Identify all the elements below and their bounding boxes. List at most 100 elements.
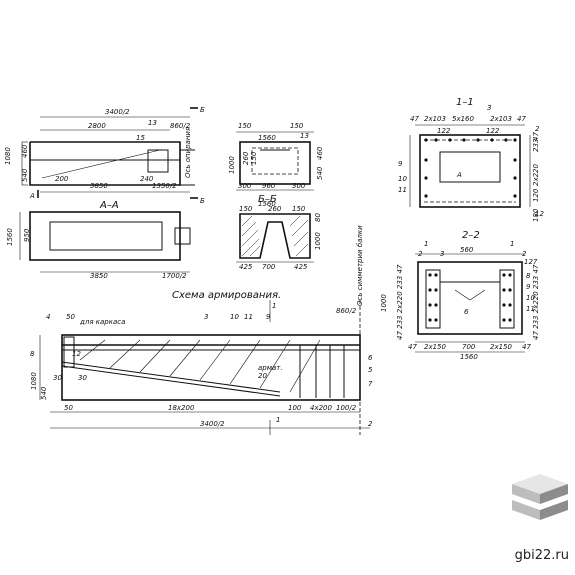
dim-200: 200: [55, 175, 69, 183]
mark-11-9: 9: [398, 160, 403, 168]
dim-3850: 3850: [90, 182, 108, 190]
dim-1080: 1080: [4, 147, 12, 165]
dim-1350-2: 1350/2: [152, 182, 177, 190]
title-section-22: 2–2: [462, 230, 480, 241]
dim-plan-3850: 3850: [90, 272, 108, 280]
dim-side-960: 960: [262, 182, 276, 190]
dim-side-540: 540: [316, 166, 324, 180]
dim-bb-425a: 425: [239, 263, 253, 271]
scheme-section-mark-2: 2: [368, 420, 373, 428]
dim-11-2x103a: 2х103: [424, 115, 446, 123]
dim-860-2: 860/2: [170, 122, 191, 130]
axis-label-top: Ось опирания: [184, 127, 192, 178]
scheme-note-karkas: для каркаса: [79, 318, 125, 326]
dim-22-2x150b: 2х150: [490, 343, 513, 351]
dim-22-127: 127: [524, 258, 538, 266]
dim-side-13: 13: [300, 132, 309, 140]
mark-22-11: 11: [526, 305, 535, 313]
dim-11-47a: 47: [410, 115, 419, 123]
scheme-section-mark-1: 1: [276, 416, 280, 424]
scheme-dim-540: 540: [40, 386, 48, 400]
scheme-mark-8: 8: [30, 350, 35, 358]
dim-bb-260: 260: [268, 205, 282, 213]
scheme-dim-50: 50: [66, 313, 75, 321]
mark-22-1a: 1: [424, 240, 428, 248]
scheme-dim-1080: 1080: [30, 372, 38, 390]
logo-icon: [512, 474, 568, 520]
scheme-mark-6: 6: [368, 354, 373, 362]
dim-bb-700: 700: [262, 263, 276, 271]
dim-11-180: 180: [532, 208, 540, 222]
title-section-aa: А–А: [99, 200, 119, 211]
section-bb-view: [236, 213, 314, 263]
scheme-dim-30a: 30: [53, 374, 62, 382]
mark-22-6: 6: [464, 308, 469, 316]
mark-11-12: 12: [535, 210, 544, 218]
mark-B-top: Б: [200, 106, 205, 114]
dim-22-47a: 47: [408, 343, 417, 351]
dim-11-2x220: 2х220: [532, 163, 540, 186]
mark-11-2: 2: [535, 125, 540, 133]
dim-side-150a: 150: [238, 122, 252, 130]
dim-13: 13: [148, 119, 157, 127]
mark-22-2b: 2: [522, 250, 527, 258]
scheme-axis-label: Ось симметрии балки: [356, 225, 364, 306]
mark-22-1b: 1: [510, 240, 514, 248]
dim-side-150b: 150: [290, 122, 304, 130]
dim-22-left-vertical: 47 233 2х220 233 47: [396, 264, 404, 340]
mark-11-10: 10: [398, 175, 407, 183]
dim-bb-1000: 1000: [314, 232, 322, 250]
dim-side-260: 260: [242, 151, 250, 165]
mark-11-A: А: [456, 171, 462, 179]
scheme-dim-50b: 50: [64, 404, 73, 412]
dim-plan-1560: 1560: [6, 228, 14, 246]
dim-22-right-vertical: 47 233 2х220 233 47: [532, 264, 540, 340]
mark-11-11: 11: [398, 186, 407, 194]
scheme-mark-4: 4: [46, 313, 50, 321]
dim-22-1560: 1560: [460, 353, 478, 361]
dim-side-300b: 300: [292, 182, 306, 190]
dim-15: 15: [136, 134, 145, 142]
dim-top-half: 3400/2: [105, 108, 130, 116]
scheme-dim-4x200: 4х200: [310, 404, 333, 412]
mark-A: А: [29, 192, 35, 200]
section-22-view: [415, 253, 525, 353]
mark-B-bottom: Б: [200, 197, 205, 205]
dim-bb-150b: 150: [292, 205, 306, 213]
dim-plan-950: 950: [23, 228, 31, 242]
scheme-dim-860-2: 860/2: [336, 307, 357, 315]
scheme-mark-3: 3: [204, 313, 208, 321]
dim-11-122b: 122: [486, 127, 500, 135]
plan-aa-view: [19, 211, 191, 273]
dim-side-1000: 1000: [228, 156, 236, 174]
dim-22-700: 700: [462, 343, 476, 351]
dim-22-560: 560: [460, 246, 474, 254]
dim-side-150c: 150: [250, 151, 258, 165]
mark-22-8: 8: [526, 272, 531, 280]
title-section-11: 1–1: [456, 97, 474, 108]
scheme-dim-100-2: 100/2: [336, 404, 357, 412]
scheme-dim-total: 3400/2: [200, 420, 225, 428]
watermark-text: gbi22.ru: [514, 548, 569, 563]
dim-side-300a: 300: [238, 182, 252, 190]
dim-bb-150: 150: [239, 205, 253, 213]
scheme-mark-11: 11: [244, 313, 253, 321]
title-section-bb: Б–Б: [258, 194, 277, 205]
dim-11-47b: 47: [517, 115, 526, 123]
scheme-mark-1-top: 1: [272, 302, 276, 310]
scheme-note-a: армат.: [258, 364, 283, 372]
dim-22-1000: 1000: [380, 294, 388, 312]
dim-bb-80: 80: [314, 213, 322, 222]
dim-460: 460: [21, 144, 29, 158]
dim-11-120: 120: [532, 188, 540, 202]
mark-22-10: 10: [526, 294, 535, 302]
dim-11-47c: 47: [532, 132, 540, 141]
dim-240: 240: [140, 175, 154, 183]
dim-2800: 2800: [88, 122, 106, 130]
title-scheme: Схема армирования.: [172, 290, 281, 301]
scheme-dim-18x200: 18х200: [168, 404, 195, 412]
section-11-view: [409, 124, 531, 208]
scheme-note-b: 20: [258, 372, 267, 380]
dim-11-233: 233: [532, 139, 540, 152]
